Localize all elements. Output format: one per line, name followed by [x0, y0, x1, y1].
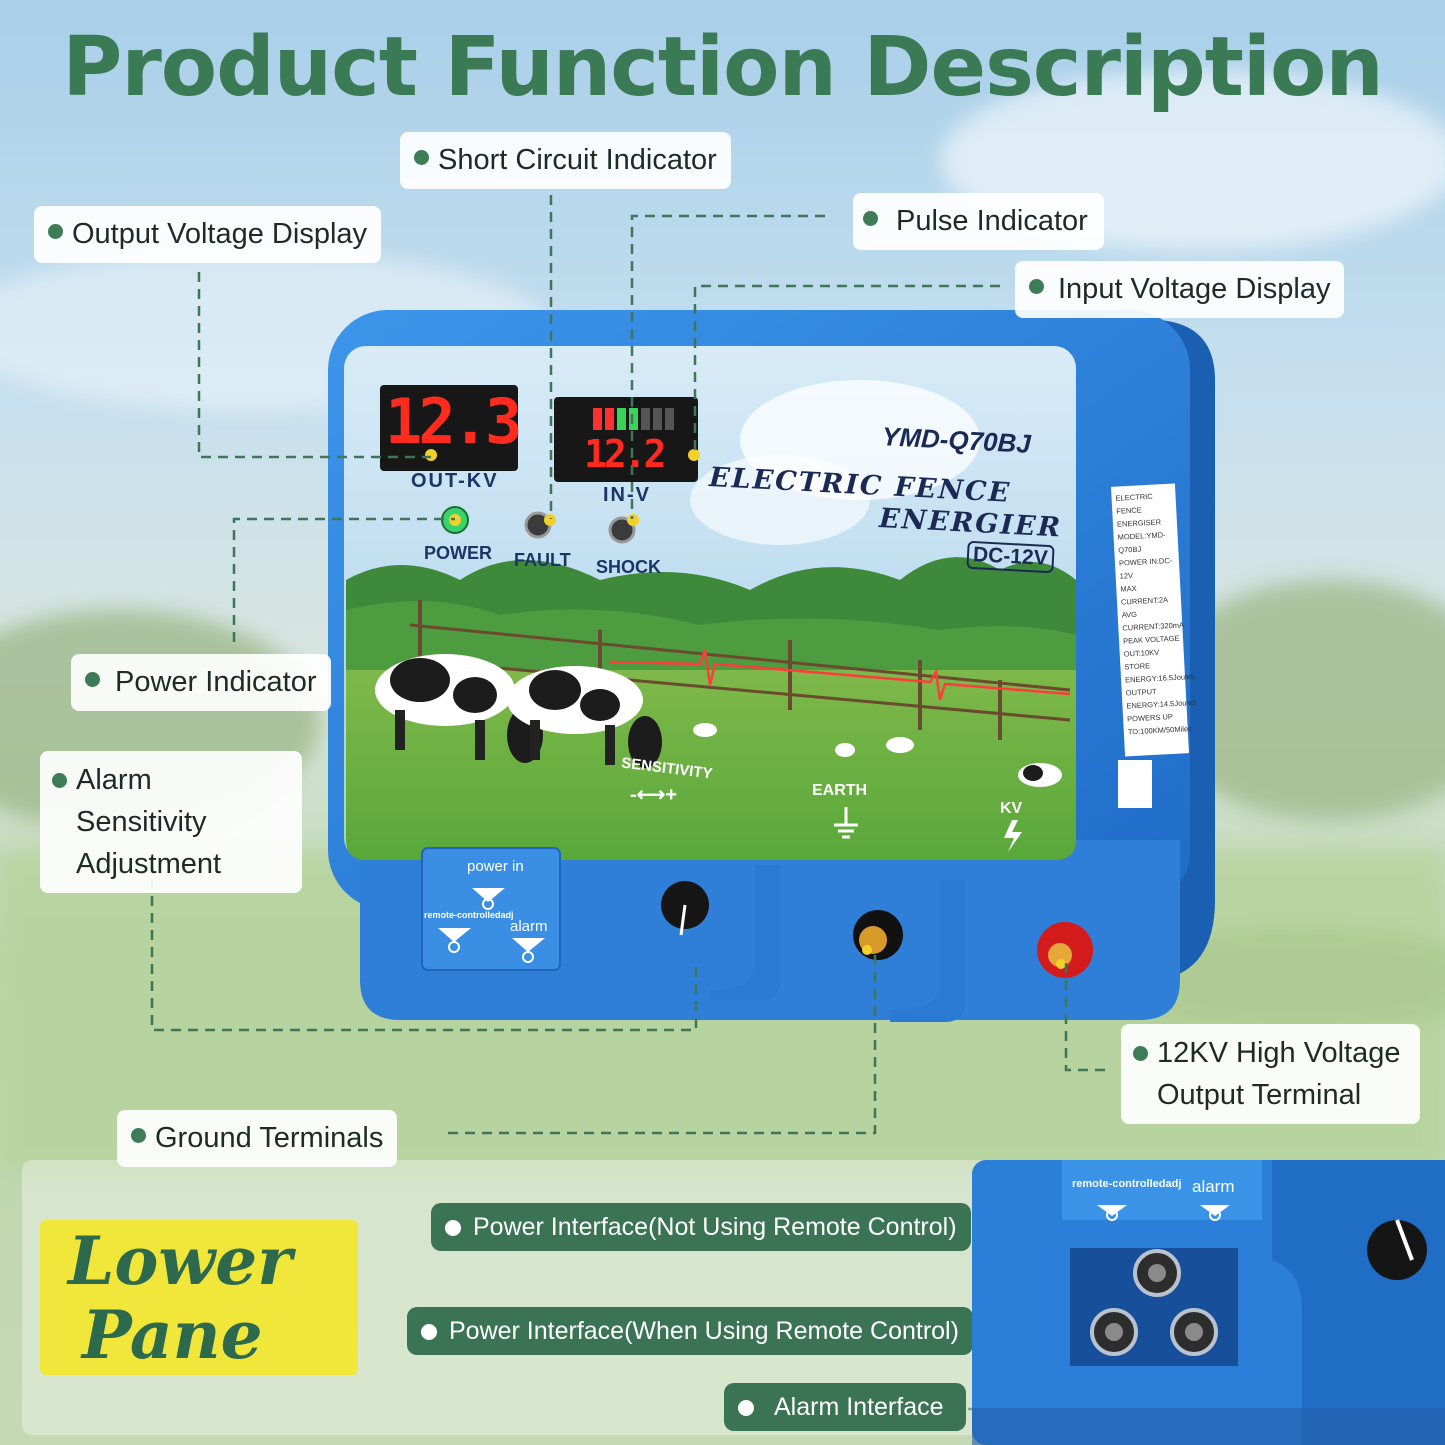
in-v-label: IN-V: [603, 484, 651, 506]
callout-alarm-interface: Alarm Interface: [724, 1383, 966, 1431]
input-voltage-readout: 12.2: [584, 432, 666, 476]
callout-pulse-indicator: Pulse Indicator: [853, 193, 1104, 250]
input-level-bar: [593, 408, 674, 430]
callout-power-interface-with-remote: Power Interface(When Using Remote Contro…: [407, 1307, 973, 1355]
bullet-dot: [48, 224, 63, 239]
output-voltage-readout: 12.3: [385, 385, 522, 458]
earth-label: EARTH: [812, 782, 868, 799]
bullet-dot: [131, 1128, 146, 1143]
callout-output-voltage-display: Output Voltage Display: [34, 206, 382, 263]
bullet-dot: [738, 1400, 754, 1416]
callout-power-interface-no-remote: Power Interface(Not Using Remote Control…: [431, 1203, 971, 1251]
bullet-dot: [52, 773, 67, 788]
bullet-dot: [445, 1220, 461, 1236]
callout-power-indicator: Power Indicator: [71, 654, 331, 711]
port-alarm-label: alarm: [510, 918, 548, 935]
bullet-dot: [414, 150, 429, 165]
fence-energizer-device: [328, 310, 1215, 1022]
port-remote-label: remote-controlledadj: [424, 910, 514, 920]
bullet-dot: [1029, 279, 1044, 294]
shock-led: [608, 516, 636, 544]
out-kv-label: OUT-KV: [411, 470, 499, 492]
bullet-dot: [85, 672, 100, 687]
bullet-dot: [1133, 1046, 1148, 1061]
page-title: Product Function Description: [62, 20, 1384, 115]
callout-ground-terminals: Ground Terminals: [117, 1110, 398, 1167]
lower-pane-heading: Lower Pane: [40, 1220, 358, 1375]
power-label: POWER: [424, 543, 493, 563]
bullet-dot: [421, 1324, 437, 1340]
sensitivity-scale: -⟷+: [630, 784, 678, 806]
fault-label: FAULT: [514, 550, 571, 570]
port-power-in-label: power in: [467, 858, 524, 875]
closeup-remote-label: remote-controlledadj: [1072, 1178, 1182, 1190]
kv-label: KV: [1000, 800, 1023, 817]
cow-illustration: [375, 654, 1062, 787]
callout-short-circuit-indicator: Short Circuit Indicator: [400, 132, 731, 189]
callout-input-voltage-display: Input Voltage Display: [1015, 261, 1345, 318]
bullet-dot: [863, 211, 878, 226]
shock-label: SHOCK: [596, 557, 662, 577]
lower-pane-closeup: [972, 1160, 1445, 1445]
closeup-alarm-label: alarm: [1192, 1177, 1235, 1196]
